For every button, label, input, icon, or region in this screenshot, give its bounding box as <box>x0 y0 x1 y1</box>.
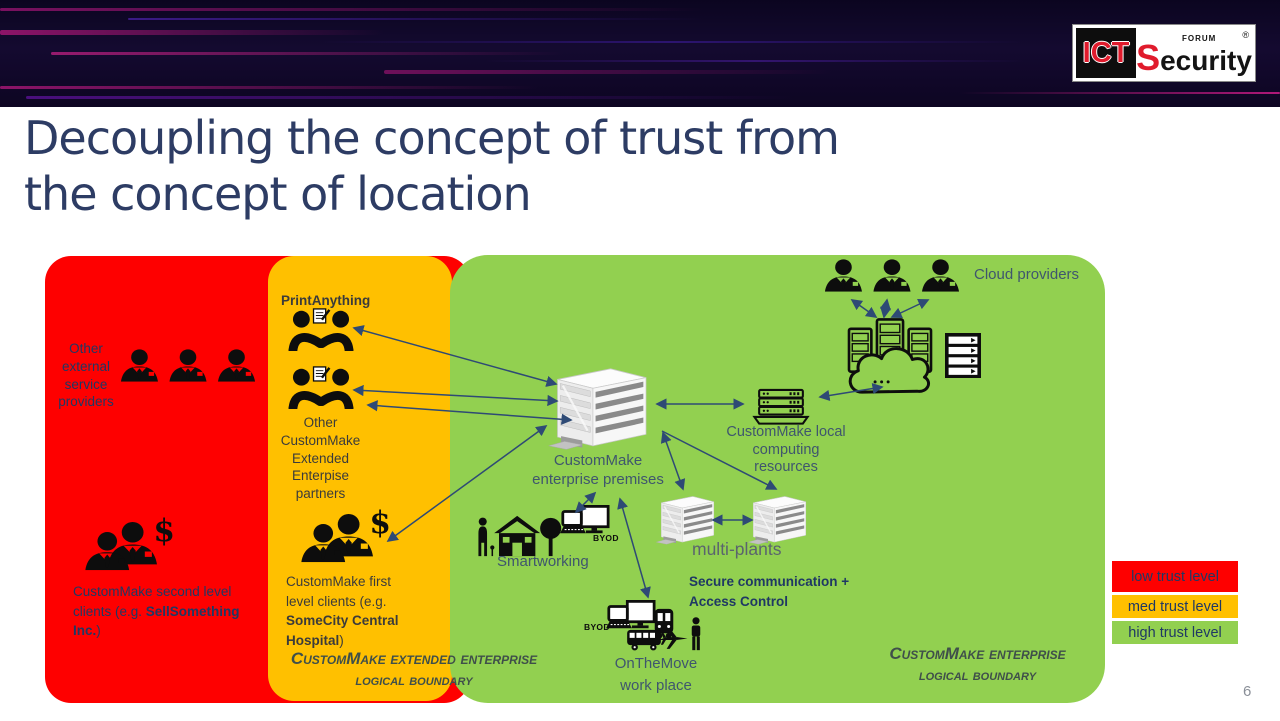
secure-communication-label: Secure communication + Access Control <box>689 574 850 609</box>
enterprise-premises-label: CustomMake enterprise premises <box>532 452 664 488</box>
office-building-icon <box>542 360 658 452</box>
server-rack-icon <box>943 333 983 378</box>
clients-dollar-icon <box>296 504 390 566</box>
airplane-icon <box>660 626 690 651</box>
logo-ict-text: ICT <box>1076 28 1136 78</box>
logo-s-letter: S <box>1136 37 1161 79</box>
cloud-servers-icon <box>840 312 940 394</box>
banner-streak <box>0 30 384 35</box>
banner-streak <box>320 41 1024 43</box>
onthemove-label: OnTheMove work place <box>614 655 698 694</box>
banner-streak <box>51 52 564 55</box>
high-trust-zone <box>450 255 1105 703</box>
printanything-label: PrintAnything <box>281 293 371 308</box>
banner-streak <box>25 96 794 99</box>
slide-title-line1: Decoupling the concept of trust from <box>24 111 840 165</box>
banner-streak <box>0 86 538 89</box>
extended-enterprise-boundary-label: CustomMake extended enterprise logical b… <box>290 649 538 689</box>
banner-streak <box>128 18 704 20</box>
legend-high-trust: high trust level <box>1112 621 1238 644</box>
banner-streak <box>0 8 704 11</box>
page-number: 6 <box>1243 683 1252 700</box>
logo-forum-text: FORUM <box>1182 34 1217 43</box>
home-office-icon <box>476 514 566 558</box>
businessmen-group-icon <box>822 256 962 294</box>
cloud-providers-label: Cloud providers <box>974 266 1080 283</box>
traveler-icon <box>688 617 704 651</box>
smartworking-label: Smartworking <box>497 553 589 570</box>
registered-mark: ® <box>1242 30 1249 40</box>
second-level-clients-label: CustomMake second level clients (e.g. Se… <box>73 584 240 639</box>
extended-partners-label: Other CustomMake Extended Enterpise part… <box>280 415 361 502</box>
businessmen-group-icon <box>118 346 258 384</box>
enterprise-boundary-label: CustomMake enterprise logical boundary <box>889 644 1066 684</box>
external-providers-label: Other external service providers <box>58 341 114 410</box>
byod-label-smartworking: BYOD <box>593 533 619 543</box>
legend-low-trust: low trust level <box>1112 561 1238 592</box>
server-stack-icon <box>750 388 812 426</box>
partnership-agreement-icon <box>287 366 355 409</box>
first-level-clients-label: CustomMake first level clients (e.g. Som… <box>286 574 399 648</box>
clients-dollar-icon <box>80 512 174 574</box>
legend-med-trust: med trust level <box>1112 595 1238 618</box>
banner-streak <box>960 92 1280 94</box>
bus-icon <box>627 629 661 651</box>
slide-title: Decoupling the concept of trust from the… <box>24 110 1244 222</box>
slide-title-line2: the concept of location <box>24 167 532 222</box>
local-computing-label: CustomMake local computing resources <box>726 424 846 476</box>
byod-label-onthemove: BYOD <box>584 622 610 632</box>
partnership-agreement-icon <box>287 308 355 351</box>
banner-streak <box>486 60 1024 62</box>
multi-plants-label: multi-plants <box>692 539 782 559</box>
banner-streak <box>384 70 832 74</box>
